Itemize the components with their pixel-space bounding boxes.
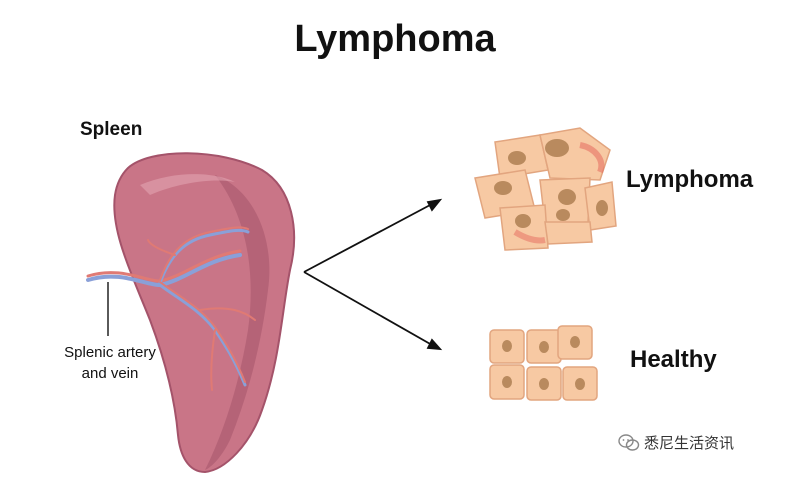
spleen-organ [113,152,296,474]
healthy-label: Healthy [630,346,717,373]
wechat-icon [618,433,640,451]
page-title: Lymphoma [294,18,496,60]
splenic-artery-label-line1: Splenic artery [64,344,156,361]
lymphoma-cell-cluster [474,127,617,251]
splenic-vessels [86,226,256,391]
splenic-artery-label-line2: and vein [81,365,139,382]
spleen-label: Spleen [80,119,143,140]
watermark-text: 悉尼生活资讯 [644,435,735,452]
lymphoma-label: Lymphoma [626,166,754,193]
watermark: 悉尼生活资讯 [618,432,734,453]
healthy-cell-grid [489,325,598,401]
splenic-artery-label: Splenic artery and vein [54,342,166,384]
arrows [303,198,443,351]
